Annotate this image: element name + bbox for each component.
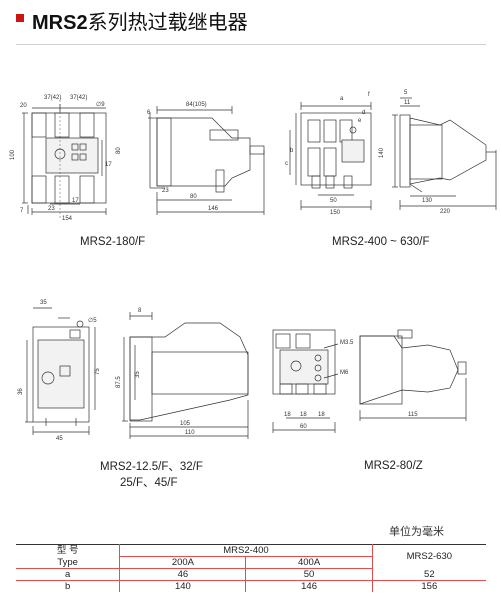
drawing-mrs2-400-front <box>289 102 372 210</box>
dim-37b: 37(42) <box>70 95 87 101</box>
dim-36: 36 <box>18 388 24 395</box>
drawing-mrs2-180-front <box>22 100 107 218</box>
page-title: MRS2系列热过载继电器 <box>32 6 248 35</box>
dim-11: 11 <box>404 100 411 106</box>
dim-150: 150 <box>330 210 341 216</box>
table-header-model: 型 号 <box>16 544 121 557</box>
dim-a: a <box>340 96 344 102</box>
dim-60: 60 <box>300 424 307 430</box>
dim-140: 140 <box>379 147 385 158</box>
dim-b: b <box>290 148 294 154</box>
caption-mrs2-180: MRS2-180/F <box>80 236 146 248</box>
title-bullet <box>16 14 24 22</box>
table-header-200a: 200A <box>119 556 247 569</box>
table-cell: 46 <box>119 568 247 581</box>
dim-f: f <box>368 92 370 98</box>
dim-18b: 18 <box>300 412 307 418</box>
dim-146: 146 <box>208 206 219 212</box>
dim-130: 130 <box>422 198 433 204</box>
dim-115: 115 <box>408 412 418 418</box>
dim-6: 6 <box>147 110 151 116</box>
dim-20: 20 <box>20 103 27 109</box>
dim-m35: M3.5 <box>340 340 354 346</box>
dim-220: 220 <box>440 209 451 215</box>
dim-phi5: ∅5 <box>88 317 97 324</box>
dim-18a: 18 <box>284 412 291 418</box>
drawing-mrs2-12-front <box>25 307 96 435</box>
caption-mrs2-400-630: MRS2-400 ~ 630/F <box>332 236 430 248</box>
dimension-table: 型 号 MRS2-400 MRS2-630 Type 200A 400A a 4… <box>16 544 486 592</box>
dim-m6: M6 <box>340 370 349 376</box>
table-cell: 146 <box>245 580 373 592</box>
drawing-mrs2-80-front <box>272 329 339 433</box>
table-cell: 50 <box>245 568 373 581</box>
dim-7: 7 <box>20 208 24 214</box>
dim-e: e <box>358 118 362 124</box>
drawing-mrs2-80-side <box>359 329 467 421</box>
dim-87: 87.5 <box>116 376 122 388</box>
table-cell: 52 <box>372 568 486 581</box>
dim-35b: 35 <box>135 371 141 378</box>
dim-5: 5 <box>404 90 408 96</box>
title-model: MRS2 <box>32 12 88 34</box>
dim-c: c <box>285 161 288 167</box>
table-cell: 140 <box>119 580 247 592</box>
dim-18c: 18 <box>318 412 325 418</box>
dim-23a: 23 <box>48 206 55 212</box>
unit-note: 单位为毫米 <box>389 526 444 538</box>
dim-80: 80 <box>116 147 122 154</box>
dim-phi9: ∅9 <box>96 101 105 108</box>
dim-8: 8 <box>138 308 142 314</box>
table-header-400a: 400A <box>245 556 373 569</box>
dim-35: 35 <box>40 300 47 306</box>
table-cell-label: a <box>16 568 121 581</box>
title-text: 系列热过载继电器 <box>87 12 248 34</box>
table-cell-label: b <box>16 580 121 592</box>
dim-17b: 17 <box>72 198 79 204</box>
caption-mrs2-12-line1: MRS2-12.5/F、32/F <box>100 461 203 473</box>
dim-75: 75 <box>95 368 101 375</box>
dim-110: 110 <box>185 430 195 436</box>
dim-45: 45 <box>56 436 63 442</box>
drawing-mrs2-180-side <box>148 106 265 215</box>
dim-84: 84(105) <box>186 102 207 108</box>
dimension-labels: 37(42) 37(42) ∅9 20 100 80 17 17 23 154 … <box>10 90 451 442</box>
table-cell: 156 <box>421 581 438 592</box>
drawing-mrs2-12-side <box>122 312 249 439</box>
drawing-mrs2-400-side <box>392 97 497 210</box>
table-row: a 46 50 52 <box>16 568 486 581</box>
dim-154: 154 <box>62 216 73 222</box>
dim-d: d <box>362 110 365 116</box>
caption-mrs2-12-line2: 25/F、45/F <box>120 477 178 489</box>
title-divider <box>16 44 486 45</box>
dim-37a: 37(42) <box>44 95 61 101</box>
dim-50: 50 <box>330 198 337 204</box>
table-header-630: MRS2-630 <box>372 544 486 569</box>
dim-17a: 17 <box>105 162 112 168</box>
table-row: b 140 146 156 <box>16 580 486 592</box>
dim-80b: 80 <box>190 194 197 200</box>
table-header-type: Type <box>16 556 121 569</box>
dim-105: 105 <box>180 421 191 427</box>
dim-100: 100 <box>10 149 16 160</box>
dim-23b: 23 <box>162 188 169 194</box>
table-header-400: MRS2-400 <box>119 544 373 557</box>
caption-mrs2-80: MRS2-80/Z <box>364 460 423 472</box>
